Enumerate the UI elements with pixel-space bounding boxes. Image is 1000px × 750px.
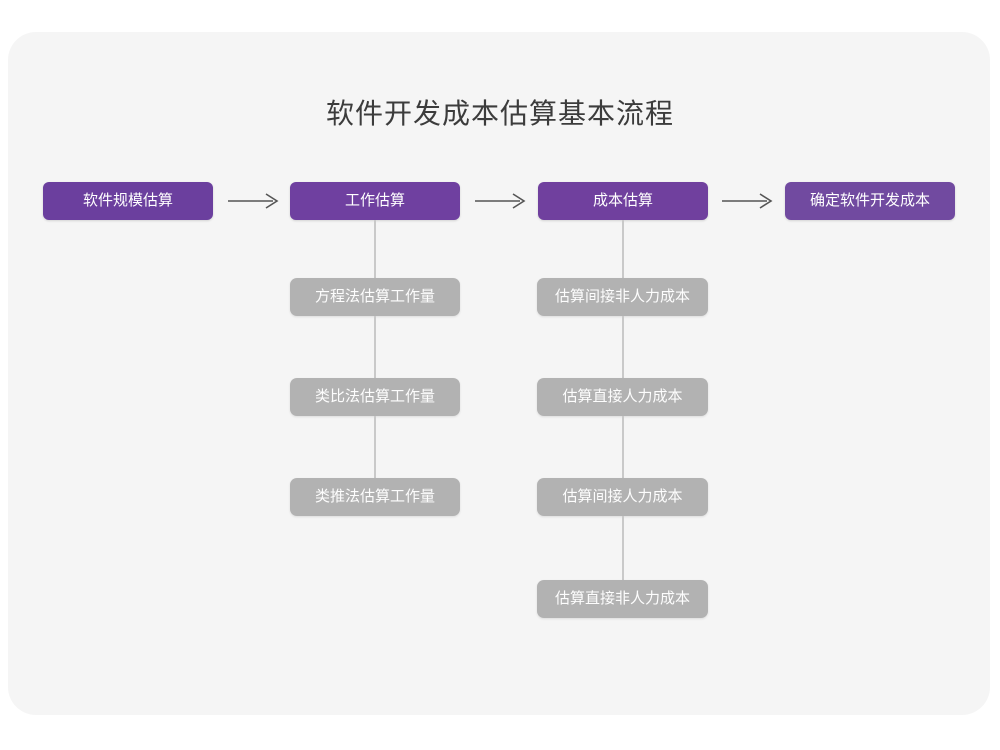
- sub-node-equation-method-workload[interactable]: 方程法估算工作量: [290, 278, 460, 316]
- connector-work-3: [374, 416, 376, 479]
- sub-node-indirect-non-labor-cost[interactable]: 估算间接非人力成本: [537, 278, 708, 316]
- arrow-right-icon-1: [228, 190, 280, 212]
- flow-step-cost-estimation[interactable]: 成本估算: [538, 182, 708, 220]
- arrow-right-icon-3: [722, 190, 774, 212]
- connector-cost-4: [622, 516, 624, 581]
- flow-step-software-scale-estimation[interactable]: 软件规模估算: [43, 182, 213, 220]
- arrow-right-icon-2: [475, 190, 527, 212]
- connector-cost-3: [622, 416, 624, 479]
- connector-cost-2: [622, 316, 624, 379]
- flow-step-work-estimation[interactable]: 工作估算: [290, 182, 460, 220]
- sub-node-direct-non-labor-cost[interactable]: 估算直接非人力成本: [537, 580, 708, 618]
- sub-node-analogy-method-workload[interactable]: 类比法估算工作量: [290, 378, 460, 416]
- connector-work-1: [374, 220, 376, 283]
- sub-node-indirect-labor-cost[interactable]: 估算间接人力成本: [537, 478, 708, 516]
- flow-step-determine-development-cost[interactable]: 确定软件开发成本: [785, 182, 955, 220]
- page-title: 软件开发成本估算基本流程: [325, 98, 674, 129]
- sub-node-inference-method-workload[interactable]: 类推法估算工作量: [290, 478, 460, 516]
- connector-work-2: [374, 316, 376, 379]
- diagram-card-background: [8, 32, 990, 715]
- sub-node-direct-labor-cost[interactable]: 估算直接人力成本: [537, 378, 708, 416]
- connector-cost-1: [622, 220, 624, 279]
